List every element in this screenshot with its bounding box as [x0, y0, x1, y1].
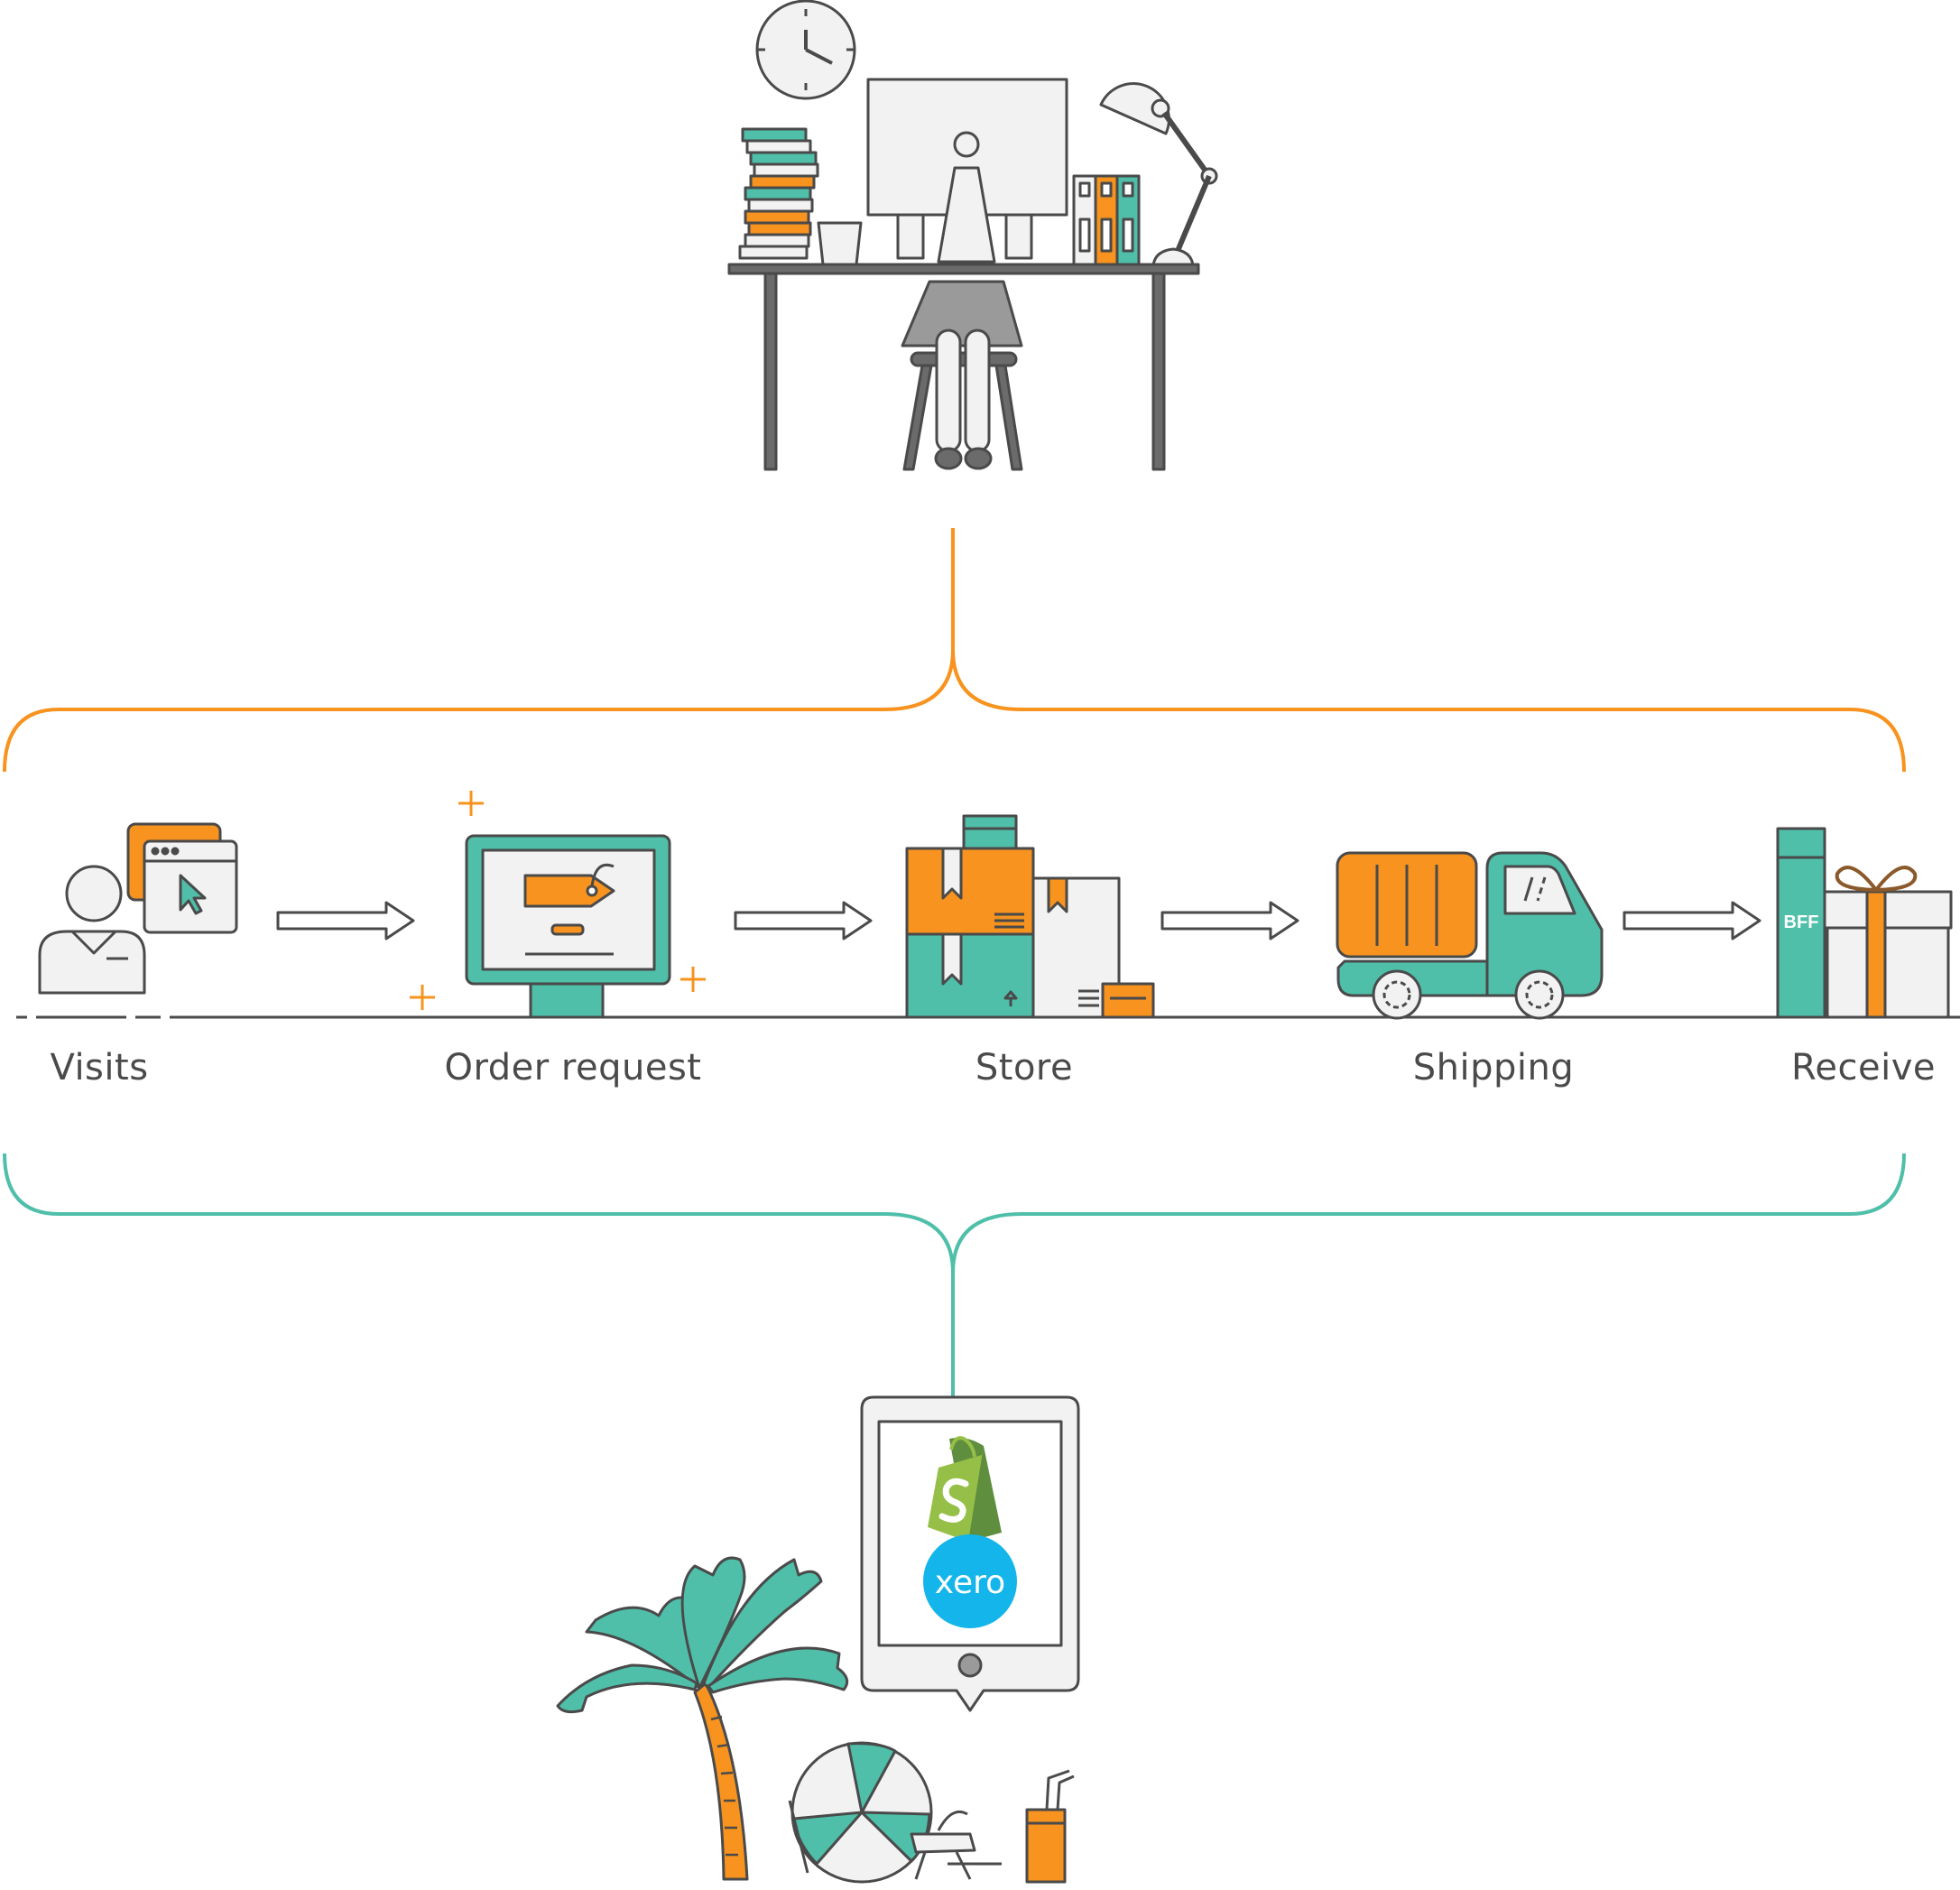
flow-arrow-3 [1160, 901, 1299, 940]
cursor-icon [179, 874, 207, 915]
step-label-visits: Visits [50, 1047, 149, 1089]
binders-icon [1072, 174, 1141, 266]
sparkle-icon [410, 791, 706, 1010]
beach-chair-icon [910, 1810, 1002, 1880]
flow-arrow-1 [276, 901, 415, 940]
visitor-avatar-icon [65, 865, 123, 922]
desk-lamp-icon [1099, 82, 1218, 267]
top-brace-connector [3, 528, 1906, 773]
flow-arrow-4 [1623, 901, 1761, 940]
flow-arrow-2 [734, 901, 873, 940]
tablet-icon: xero [860, 1395, 1080, 1712]
xero-logo-text: xero [935, 1564, 1005, 1601]
bottom-brace-connector [3, 1153, 1906, 1397]
beach-umbrella-icon [788, 1741, 933, 1884]
juice-glass-icon [1025, 1769, 1075, 1884]
delivery-truck-icon [1336, 851, 1604, 1020]
step-label-receive: Receive [1790, 1047, 1937, 1089]
clock-icon [755, 0, 856, 100]
book-label: BFF [1784, 913, 1819, 932]
office-desk-icon [727, 0, 1218, 471]
cup-icon [817, 221, 863, 266]
book-stack-icon [738, 127, 819, 260]
step-label-store: Store [975, 1047, 1074, 1089]
book-icon [1776, 827, 1826, 1019]
shopify-logo-icon [928, 1436, 1002, 1542]
monitor-price-tag-icon [410, 791, 706, 1019]
palm-tree-icon [556, 1556, 849, 1881]
step-label-shipping: Shipping [1412, 1047, 1575, 1089]
visitor-browser-icon [38, 822, 238, 995]
gift-box-icon: BFF [1776, 827, 1953, 1019]
xero-logo-icon: xero [923, 1534, 1017, 1628]
step-label-order-request: Order request [444, 1047, 702, 1089]
stacked-boxes-icon [905, 814, 1155, 1019]
person-at-desk-icon [901, 131, 1023, 347]
